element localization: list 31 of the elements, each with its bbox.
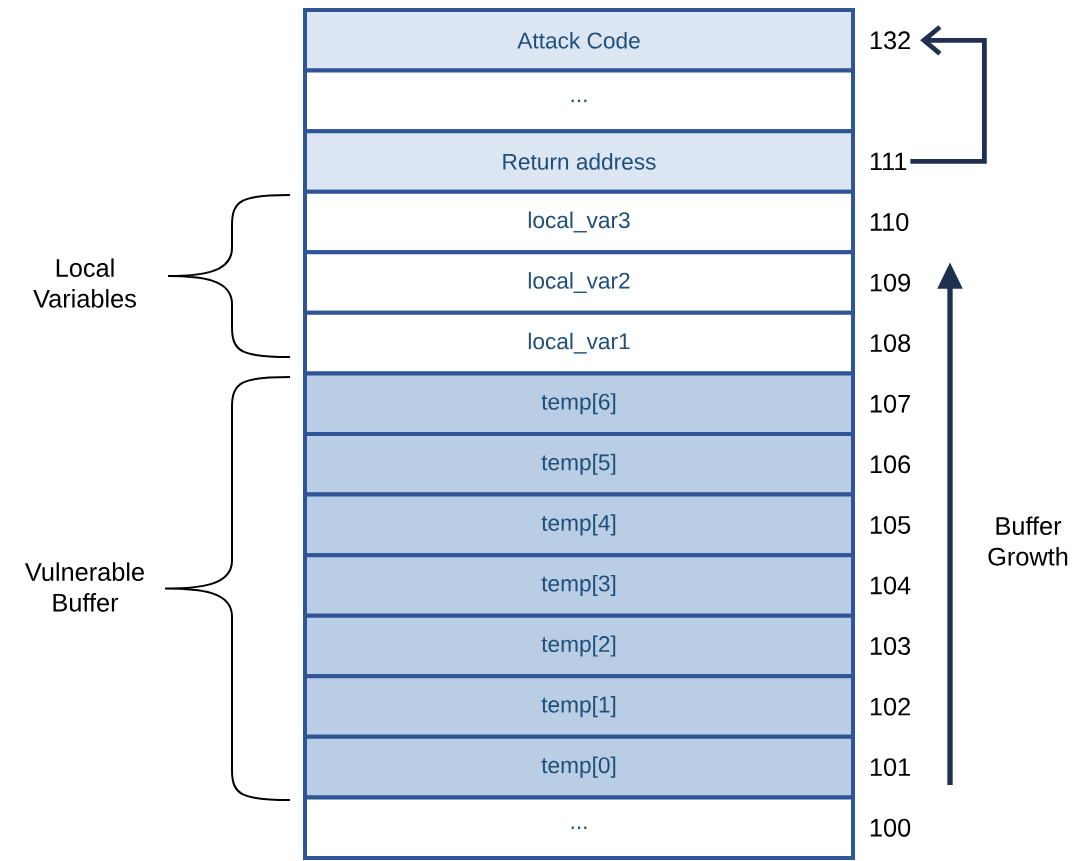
memory-cell: local_var2 [303, 250, 855, 315]
memory-cell: temp[3] [303, 553, 855, 618]
memory-cell: local_var1 [303, 310, 855, 376]
address-number: 105 [870, 515, 911, 534]
memory-cell: temp[0] [303, 734, 855, 800]
side-label: Local Variables [33, 258, 136, 308]
address-number: 100 [870, 818, 911, 837]
side-label: Buffer Growth [988, 516, 1068, 566]
memory-cell: Attack Code [303, 8, 855, 73]
memory-cell: Return address [303, 129, 855, 194]
memory-cell: ... [303, 68, 855, 134]
address-number: 103 [870, 637, 911, 655]
address-number: 110 [870, 213, 909, 231]
address-number: 107 [870, 394, 910, 413]
address-number: 102 [870, 697, 910, 716]
address-number: 132 [870, 31, 910, 50]
memory-cell: temp[2] [303, 613, 855, 679]
address-number: 104 [870, 576, 911, 595]
memory-cell: local_var3 [303, 189, 855, 255]
address-number: 111 [870, 152, 907, 171]
memory-cell: temp[6] [303, 371, 855, 436]
side-label: Vulnerable Buffer [25, 562, 144, 612]
address-number: 108 [870, 334, 911, 353]
memory-cell: temp[4] [303, 492, 855, 558]
memory-cell: temp[1] [303, 674, 855, 739]
arrow [910, 25, 987, 164]
address-number: 109 [870, 273, 910, 292]
memory-cell: temp[5] [303, 432, 855, 497]
memory-cell: ... [303, 795, 855, 860]
address-number: 101 [870, 758, 910, 777]
address-number: 106 [870, 455, 911, 474]
